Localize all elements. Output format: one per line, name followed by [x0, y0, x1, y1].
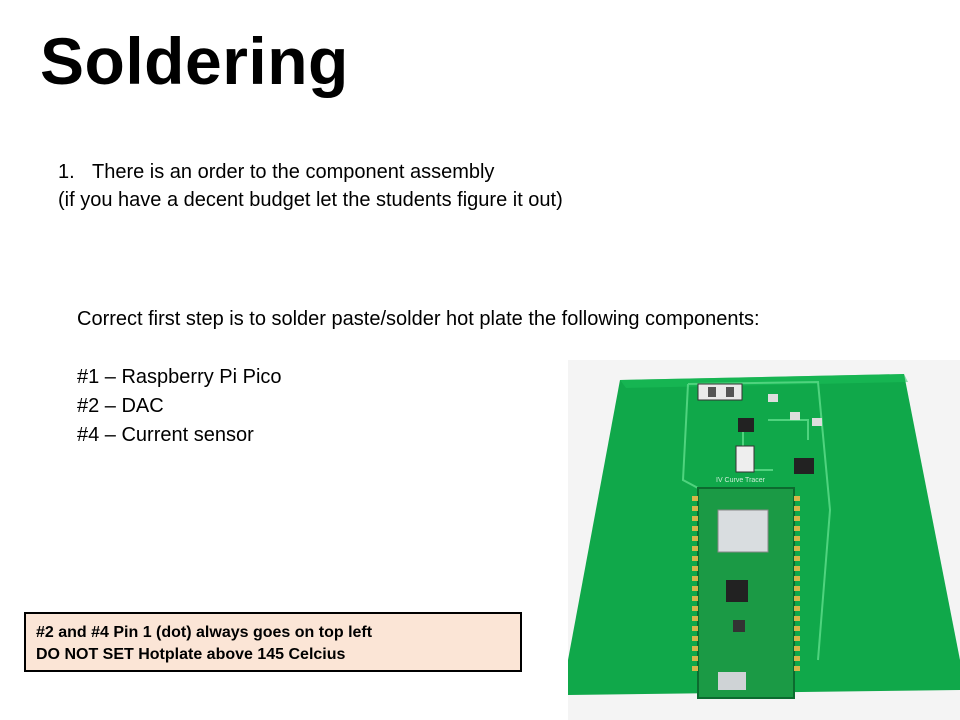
component-item: #4 – Current sensor — [77, 424, 254, 446]
list-item-text: There is an order to the component assem… — [92, 161, 495, 183]
list-item: 1. There is an order to the component ass… — [58, 158, 563, 186]
list-item-continuation: (if you have a decent budget let the stu… — [58, 189, 563, 211]
first-step-block: Correct first step is to solder paste/so… — [77, 305, 760, 450]
warning-note: #2 and #4 Pin 1 (dot) always goes on top… — [24, 612, 522, 672]
warning-note-line: DO NOT SET Hotplate above 145 Celcius — [36, 646, 346, 663]
slide-title: Soldering — [40, 24, 349, 98]
first-step-intro: Correct first step is to solder paste/so… — [77, 308, 760, 330]
pcb-photo: IV Curve Tracer — [568, 360, 960, 720]
list-number: 1. — [58, 161, 75, 183]
warning-note-line: #2 and #4 Pin 1 (dot) always goes on top… — [36, 624, 373, 641]
board-label: IV Curve Tracer — [716, 477, 766, 484]
component-item: #1 – Raspberry Pi Pico — [77, 366, 282, 388]
component-item: #2 – DAC — [77, 395, 164, 417]
numbered-list: 1. There is an order to the component ass… — [58, 158, 563, 214]
spacer — [77, 334, 760, 363]
